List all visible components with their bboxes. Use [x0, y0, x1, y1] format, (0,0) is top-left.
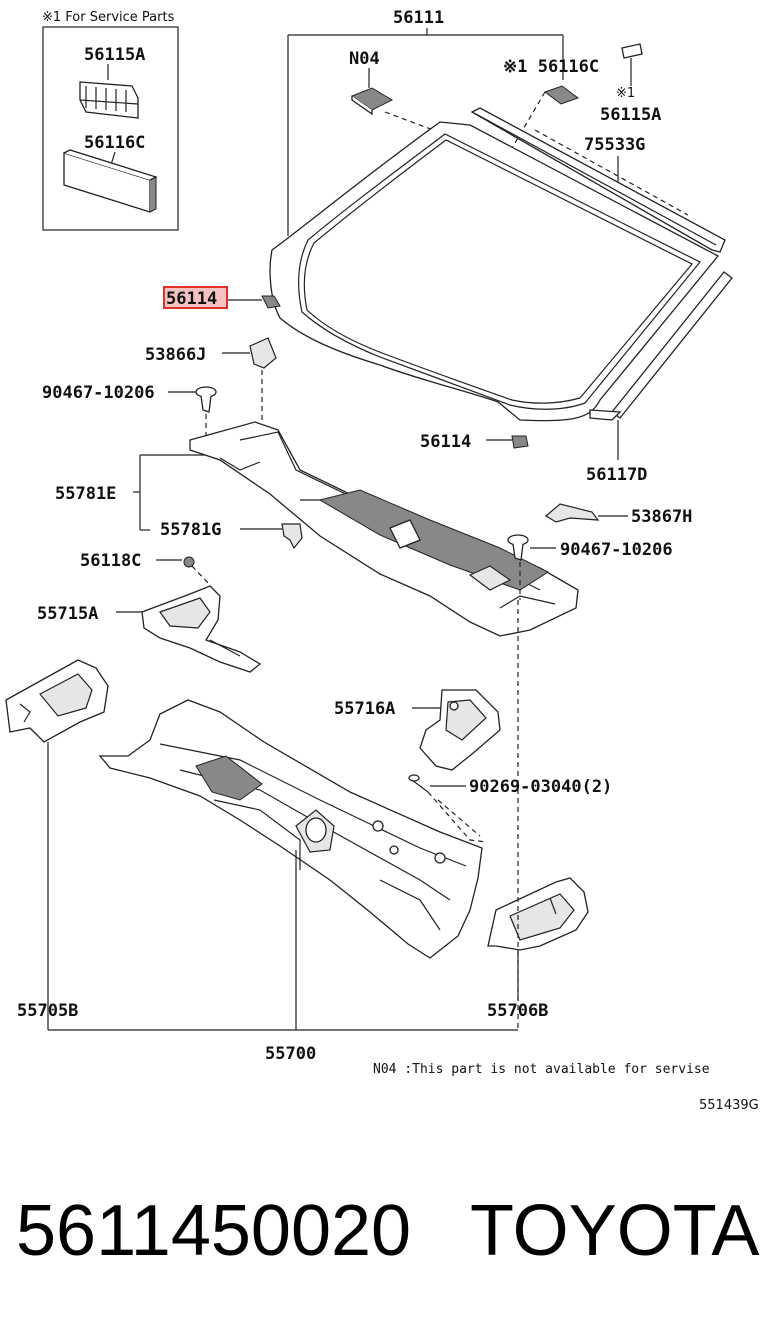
service-parts-box: ※1 For Service Parts 56115A 56116C	[42, 10, 179, 231]
label-90269[interactable]: 90269-03040(2)	[469, 777, 612, 797]
clip-bracket-icon	[79, 81, 139, 119]
label-55705b[interactable]: 55705B	[17, 1001, 78, 1021]
bracket-55715a	[141, 585, 262, 673]
label-90467-right[interactable]: 90467-10206	[560, 540, 673, 560]
label-53866j[interactable]: 53866J	[145, 345, 206, 365]
clip-56115a-icon	[621, 43, 643, 59]
bracket-56111: 56111	[287, 8, 564, 236]
nut-56118c-icon	[183, 556, 195, 568]
label-90467-left[interactable]: 90467-10206	[42, 383, 155, 403]
service-part-label-b[interactable]: 56116C	[84, 133, 145, 153]
footer-part-number: 5611450020	[16, 1191, 411, 1271]
cowl-panel-55781e	[189, 421, 579, 637]
label-56115a[interactable]: 56115A	[600, 105, 661, 125]
bolt-90269-icon	[408, 774, 429, 793]
service-box-title: ※1 For Service Parts	[42, 10, 175, 25]
label-56114-lower[interactable]: 56114	[420, 432, 471, 452]
pad-56116c-icon	[543, 85, 580, 105]
bracket-55716a	[419, 689, 501, 771]
mirror-pad-icon	[350, 87, 394, 116]
highlight-box-56114	[163, 286, 228, 309]
seal-53867h-icon	[544, 503, 600, 523]
footer-brand: TOYOTA	[470, 1191, 759, 1271]
top-moulding-75533g	[470, 107, 726, 253]
label-n04[interactable]: N04	[349, 49, 380, 69]
clip-56114-lower-icon	[511, 435, 529, 449]
label-56116c[interactable]: ※1 56116C	[503, 57, 599, 77]
label-56111[interactable]: 56111	[393, 8, 444, 28]
label-55715a[interactable]: 55715A	[37, 604, 98, 624]
clip-55781g-icon	[281, 523, 303, 550]
footnote-n04: N04 :This part is not available for serv…	[373, 1062, 710, 1077]
label-55781g[interactable]: 55781G	[160, 520, 221, 540]
label-56115a-mark: ※1	[616, 86, 635, 101]
dash-frame-55700	[98, 699, 483, 959]
bracket-55705b	[5, 659, 109, 743]
label-75533g[interactable]: 75533G	[584, 135, 645, 155]
label-55716a[interactable]: 55716A	[334, 699, 395, 719]
clip-90467-right-icon	[507, 534, 529, 561]
service-part-label-a[interactable]: 56115A	[84, 45, 145, 65]
seal-53866j-icon	[249, 337, 277, 369]
label-55700[interactable]: 55700	[265, 1044, 316, 1064]
label-55706b[interactable]: 55706B	[487, 1001, 548, 1021]
label-56114-highlighted[interactable]: 56114	[166, 289, 217, 309]
label-56118c[interactable]: 56118C	[80, 551, 141, 571]
side-moulding-56117d	[589, 271, 733, 421]
clip-56114-icon	[261, 295, 281, 309]
bracket-55706b	[487, 877, 589, 951]
label-55781e[interactable]: 55781E	[55, 484, 116, 504]
label-53867h[interactable]: 53867H	[631, 507, 692, 527]
diagram-code: 551439G	[699, 1098, 759, 1113]
clip-90467-left-icon	[195, 386, 217, 413]
label-56117d[interactable]: 56117D	[586, 465, 647, 485]
pad-icon	[63, 149, 158, 213]
windshield-glass	[269, 121, 720, 422]
